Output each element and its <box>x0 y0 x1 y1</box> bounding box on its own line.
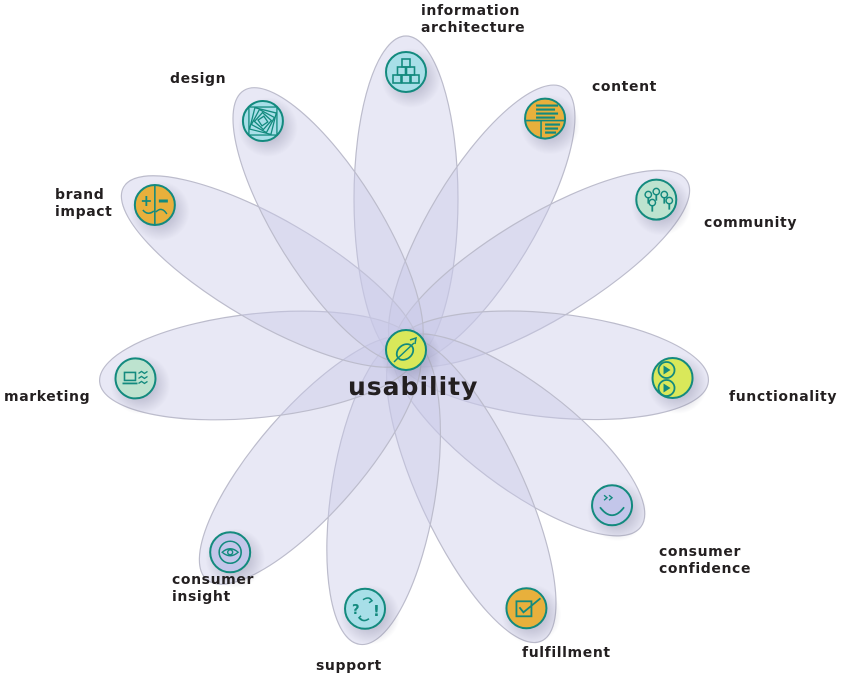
petals-group <box>98 35 710 646</box>
icon-badge <box>209 531 252 574</box>
plus-minus-face-icon <box>141 186 168 224</box>
label-brand-impact: brand impact <box>55 187 113 220</box>
label-consumer-insight: consumer insight <box>172 572 254 605</box>
label-functionality: functionality <box>729 389 838 405</box>
label-support: support <box>316 658 382 674</box>
hierarchy-blocks-icon <box>392 58 420 84</box>
text-lines-icon <box>526 104 565 138</box>
node-content[interactable] <box>520 94 581 155</box>
label-marketing: marketing <box>4 389 91 405</box>
play-buttons-icon <box>657 361 676 397</box>
smile-icon <box>599 494 625 517</box>
laptop-waves-icon <box>122 370 148 385</box>
label-content: content <box>592 79 657 95</box>
label-consumer-confidence: consumer confidence <box>659 544 752 577</box>
question-cycle-icon: ?! <box>352 597 380 622</box>
eye-icon <box>218 540 242 565</box>
svg-text:!: ! <box>373 602 380 620</box>
satellite-dish-icon <box>393 336 417 363</box>
icon-badge <box>344 587 387 630</box>
icon-badge <box>505 587 548 630</box>
center-label: usability <box>348 372 479 401</box>
center-icon-node[interactable] <box>381 326 441 386</box>
node-marketing[interactable] <box>110 354 171 415</box>
node-design[interactable] <box>237 97 298 158</box>
label-information-architecture: information architecture <box>421 3 526 36</box>
label-design: design <box>170 71 227 87</box>
node-community[interactable] <box>631 175 692 236</box>
center-node[interactable] <box>381 326 441 386</box>
node-fulfillment[interactable] <box>501 584 562 645</box>
icons-group: ?! <box>110 48 708 645</box>
label-fulfillment: fulfillment <box>522 645 611 661</box>
icon-badge <box>651 357 694 400</box>
node-consumer-insight[interactable] <box>205 528 266 589</box>
checkbox-icon <box>515 597 542 618</box>
icon-badge <box>591 484 634 527</box>
node-consumer-confidence[interactable] <box>587 481 648 542</box>
svg-text:?: ? <box>352 603 360 618</box>
node-functionality[interactable] <box>647 354 708 415</box>
label-community: community <box>704 215 798 231</box>
node-brand-impact[interactable] <box>129 181 190 241</box>
node-support[interactable]: ?! <box>340 584 401 645</box>
icon-badge <box>241 100 284 143</box>
spiral-squares-icon <box>248 106 278 136</box>
people-group-icon <box>644 187 674 212</box>
node-information-architecture[interactable] <box>381 48 441 108</box>
